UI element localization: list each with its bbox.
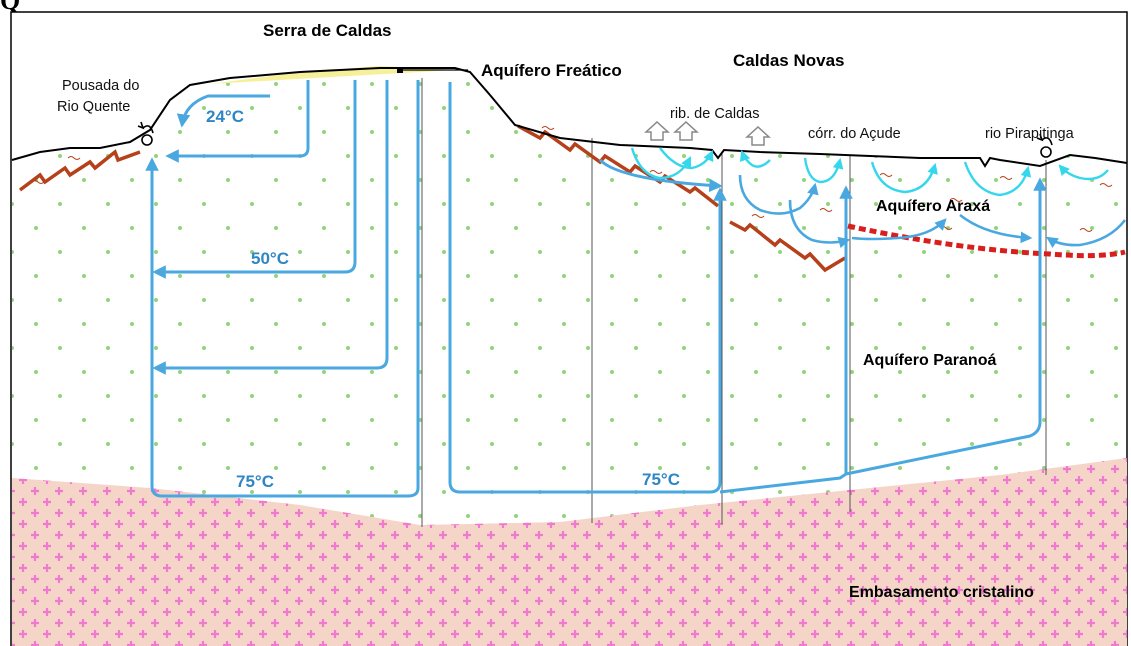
rio-pirapitinga-label: rio Pirapitinga [985, 126, 1075, 142]
araxa-blue-cells [738, 174, 1127, 249]
araxa-cell [738, 174, 819, 215]
aquifero-paranoa-label: Aquífero Paranoá [863, 352, 996, 369]
caldas-novas-label: Caldas Novas [733, 51, 845, 70]
flow-path-24c [176, 94, 270, 128]
flow-path-50c [152, 80, 357, 279]
squiggle [1079, 228, 1093, 232]
squiggle [1099, 183, 1113, 187]
flow-path-pirapitinga [845, 177, 1047, 476]
flow-path-75c-left [145, 80, 420, 498]
squiggle [751, 214, 765, 218]
squiggle [31, 180, 45, 184]
araxa-cell [959, 213, 1033, 244]
serra-de-caldas-label: Serra de Caldas [263, 21, 392, 40]
flow-path-shallow-return [165, 80, 310, 163]
squiggle [879, 173, 893, 177]
pousada-label-line2: Rio Quente [57, 99, 130, 115]
squiggle [541, 126, 555, 130]
spring-symbols [137, 121, 1053, 158]
embasamento-label: Embasamento cristalino [849, 584, 1034, 601]
crystalline-basement-crosses [12, 458, 1127, 646]
flow-path-mid [152, 80, 389, 375]
shallow-cell [963, 161, 1032, 197]
discharge-arrow-icon [644, 120, 670, 141]
flow-path-rib-caldas [598, 158, 723, 193]
temp-75-right-label: 75°C [642, 470, 680, 489]
ground-surface [11, 67, 1128, 168]
squiggle [67, 156, 81, 160]
phreatic-marker [397, 67, 403, 73]
squiggle [999, 176, 1013, 180]
shallow-flow-cells [630, 147, 1109, 197]
aquifero-freatico-label: Aquífero Freático [481, 61, 622, 80]
spring-icon-pirapitinga [1036, 133, 1053, 158]
shallow-cell [803, 157, 844, 184]
shallow-cell [659, 147, 714, 170]
araxa-boundary [847, 223, 1126, 259]
temp-50-label: 50°C [251, 249, 289, 268]
araxa-cell [851, 218, 947, 241]
flow-path-acude [719, 185, 853, 494]
phreatic-aquifer-lens [210, 66, 455, 84]
contact-line-lower [729, 220, 846, 273]
temp-24-label: 24°C [206, 107, 244, 126]
rib-caldas-label: rib. de Caldas [670, 106, 759, 122]
pousada-label-line1: Pousada do [62, 78, 139, 94]
discharge-arrows [644, 120, 771, 146]
aquifero-araxa-label: Aquífero Araxá [876, 198, 990, 215]
spring-icon-rio-quente [137, 121, 154, 146]
deep-flow-paths [145, 80, 1047, 498]
squiggle [949, 198, 963, 202]
contact-line-left [18, 149, 141, 192]
shallow-cell [1058, 164, 1109, 181]
squiggle [819, 208, 833, 212]
shallow-cell [870, 161, 938, 194]
flow-path-75c-right [448, 82, 727, 494]
araxa-cell [788, 199, 851, 249]
shallow-cell [739, 149, 771, 168]
temp-75-left-label: 75°C [236, 472, 274, 491]
corr-acude-label: córr. do Açude [808, 126, 901, 142]
vertical-section-lines [421, 78, 1047, 527]
squiggle [649, 170, 663, 174]
araxa-cell [1046, 219, 1127, 249]
discharge-arrow-icon [673, 120, 699, 141]
discharge-arrow-icon [745, 125, 771, 146]
